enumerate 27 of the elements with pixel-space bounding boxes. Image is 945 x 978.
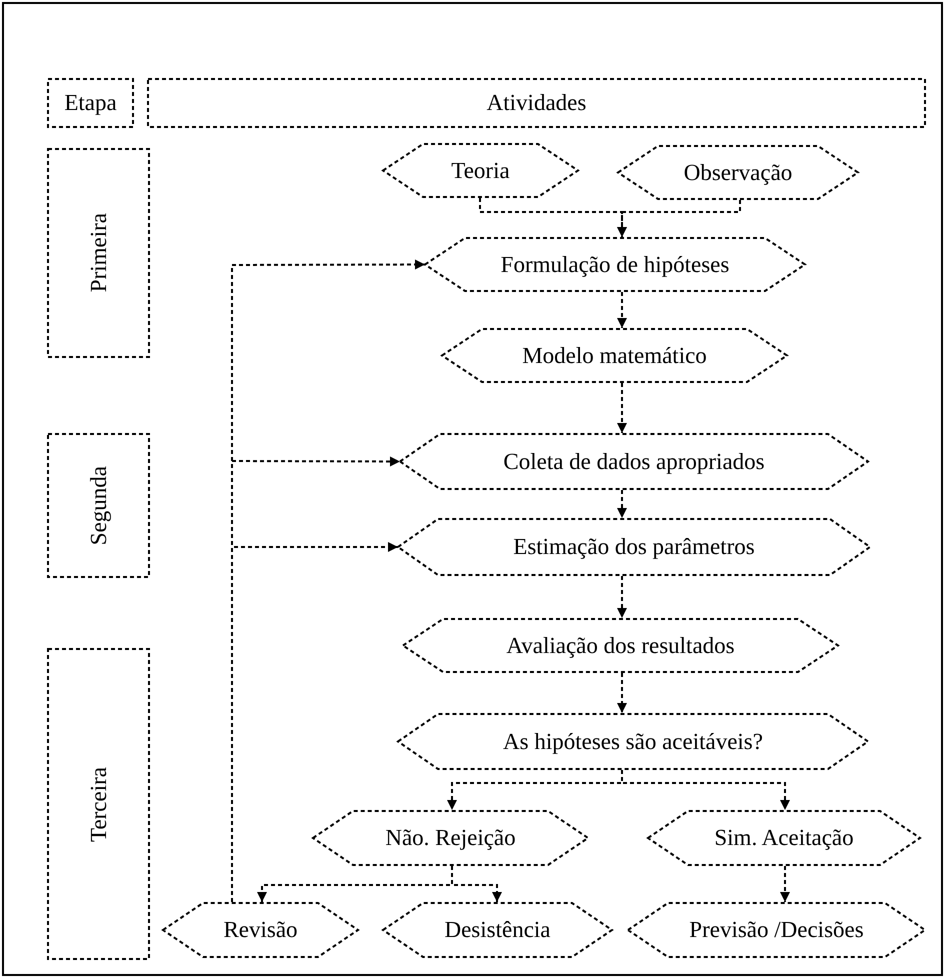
stage-box: Segunda [47, 433, 150, 578]
arrow [617, 576, 627, 618]
process-hexagon: Estimação dos parâmetros [398, 518, 870, 576]
arrow [617, 383, 627, 433]
process-hexagon: Revisão [163, 902, 358, 958]
header-box: Etapa [47, 78, 134, 128]
arrow [621, 770, 790, 810]
process-hexagon: Previsão /Decisões [628, 902, 925, 958]
process-hexagon: As hipóteses são aceitáveis? [398, 713, 868, 770]
process-hexagon: Formulação de hipóteses [425, 237, 805, 292]
arrow [451, 866, 502, 902]
arrow [617, 673, 627, 713]
arrow [617, 200, 741, 237]
stage-box: Terceira [47, 648, 150, 960]
arrow [780, 866, 790, 902]
process-hexagon: Sim. Aceitação [648, 810, 920, 866]
process-hexagon: Desistência [383, 902, 612, 958]
process-hexagon: Avaliação dos resultados [403, 618, 838, 673]
header-box: Atividades [147, 78, 926, 128]
process-hexagon: Não. Rejeição [313, 810, 588, 866]
stage-box: Primeira [47, 148, 150, 358]
process-hexagon: Coleta de dados apropriados [400, 433, 868, 490]
process-hexagon: Observação [618, 145, 858, 200]
arrow [617, 490, 627, 518]
process-hexagon: Teoria [383, 143, 578, 198]
arrow [617, 292, 627, 328]
process-hexagon: Modelo matemático [442, 328, 787, 383]
